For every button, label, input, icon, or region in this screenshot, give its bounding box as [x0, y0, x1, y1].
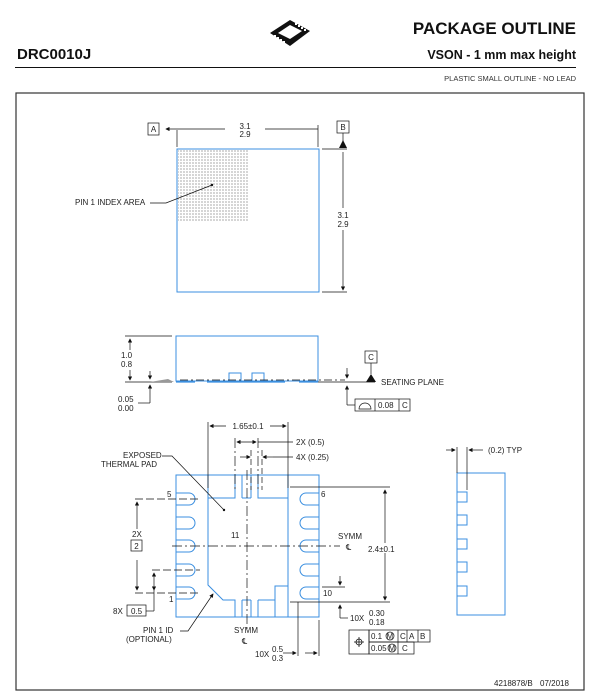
thermal-pad-label-1: EXPOSED — [123, 451, 162, 460]
part-number: DRC0010J — [17, 46, 92, 63]
package-body-edge — [456, 472, 506, 616]
mmc-1: M — [387, 632, 394, 641]
top-height-min: 2.9 — [337, 220, 349, 229]
position-tol-2: 0.05 — [371, 644, 387, 653]
datum-a-label: A — [151, 125, 157, 134]
datum-b-label: B — [340, 123, 345, 132]
pin1-index-area — [178, 150, 249, 221]
side-height-min: 0.8 — [121, 360, 133, 369]
pitch-slot-dim: 2X (0.5) — [296, 438, 325, 447]
pin1-id-label-2: (OPTIONAL) — [126, 635, 172, 644]
position-datum-b: B — [420, 632, 425, 641]
lead-thickness-dim: (0.2) TYP — [488, 446, 522, 455]
datum-a-box — [147, 122, 160, 136]
flatness-datum: C — [402, 401, 408, 410]
symm-bottom-icon: ℄ — [241, 637, 248, 646]
side-view: 1.0 0.8 0.05 0.00 C SEATING PLANE 0.08 C — [118, 335, 444, 413]
pin-11-label: 11 — [231, 531, 240, 540]
pin-5-label: 5 — [167, 490, 172, 499]
pitch-count: 2X — [132, 530, 142, 539]
pad-height-dim: 2.4±0.1 — [368, 545, 395, 554]
side-height-max: 1.0 — [121, 351, 133, 360]
standoff-min: 0.00 — [118, 404, 134, 413]
datum-c-box — [364, 350, 378, 364]
pin1-id-label-1: PIN 1 ID — [143, 626, 173, 635]
pin1-index-label: PIN 1 INDEX AREA — [75, 198, 146, 207]
position-tol-1: 0.1 — [371, 632, 383, 641]
lead-width-max: 0.30 — [369, 609, 385, 618]
seating-plane-label: SEATING PLANE — [381, 378, 444, 387]
flatness-control-frame: 0.08 C — [354, 398, 411, 412]
top-width-min: 2.9 — [239, 130, 251, 139]
lead-width-min: 0.18 — [369, 618, 385, 627]
standoff-max: 0.05 — [118, 395, 134, 404]
top-view: 3.1 2.9 A 3.1 2.9 B PIN 1 INDEX AREA — [75, 120, 353, 293]
lead-width-count: 10X — [350, 614, 365, 623]
package-description: PLASTIC SMALL OUTLINE - NO LEAD — [444, 74, 576, 83]
mmc-2: M — [389, 644, 396, 653]
position-datum-c-1: C — [400, 632, 406, 641]
thermal-pad-label-2: THERMAL PAD — [101, 460, 157, 469]
header-divider — [15, 67, 576, 68]
pin-1-label: 1 — [169, 595, 174, 604]
surface-profile-icon — [358, 402, 372, 410]
pitch-8x-value: 0.5 — [131, 607, 143, 616]
datum-c-label: C — [368, 353, 374, 362]
pin-6-label: 6 — [321, 490, 326, 499]
symm-right-label: SYMM — [338, 532, 362, 541]
lead-length-min: 0.3 — [272, 654, 284, 663]
document-title: PACKAGE OUTLINE — [412, 19, 576, 38]
pitch-8x-count: 8X — [113, 607, 123, 616]
top-height-max: 3.1 — [337, 211, 349, 220]
symm-bottom-label: SYMM — [234, 626, 258, 635]
package-body-top — [176, 148, 320, 293]
lead-length-count: 10X — [255, 650, 270, 659]
pin-10-label: 10 — [323, 589, 332, 598]
drawing-id: 4218878/B — [494, 679, 533, 688]
position-datum-a: A — [409, 632, 415, 641]
side-view-2: (0.2) TYP — [446, 446, 522, 616]
bottom-view: 5 6 1 10 11 EXPOSED THERMAL PAD 1.65±0.1… — [101, 420, 431, 663]
position-icon — [354, 637, 364, 647]
drawing-frame — [15, 92, 585, 691]
package-body-side — [175, 335, 319, 382]
slot-width-dim: 4X (0.25) — [296, 453, 329, 462]
position-control-frame: 0.1 M C A B 0.05 M C — [348, 629, 431, 655]
lead-length-max: 0.5 — [272, 645, 284, 654]
revision-date: 07/2018 — [540, 679, 569, 688]
pad-width-dim: 1.65±0.1 — [232, 422, 264, 431]
position-datum-c-2: C — [402, 644, 408, 653]
pitch-basic-value: 2 — [134, 542, 139, 551]
top-width-max: 3.1 — [239, 122, 251, 131]
symm-right-icon: ℄ — [345, 543, 352, 552]
flatness-value: 0.08 — [378, 401, 394, 410]
package-subtitle: VSON - 1 mm max height — [427, 48, 576, 62]
package-chip-icon — [270, 20, 310, 46]
